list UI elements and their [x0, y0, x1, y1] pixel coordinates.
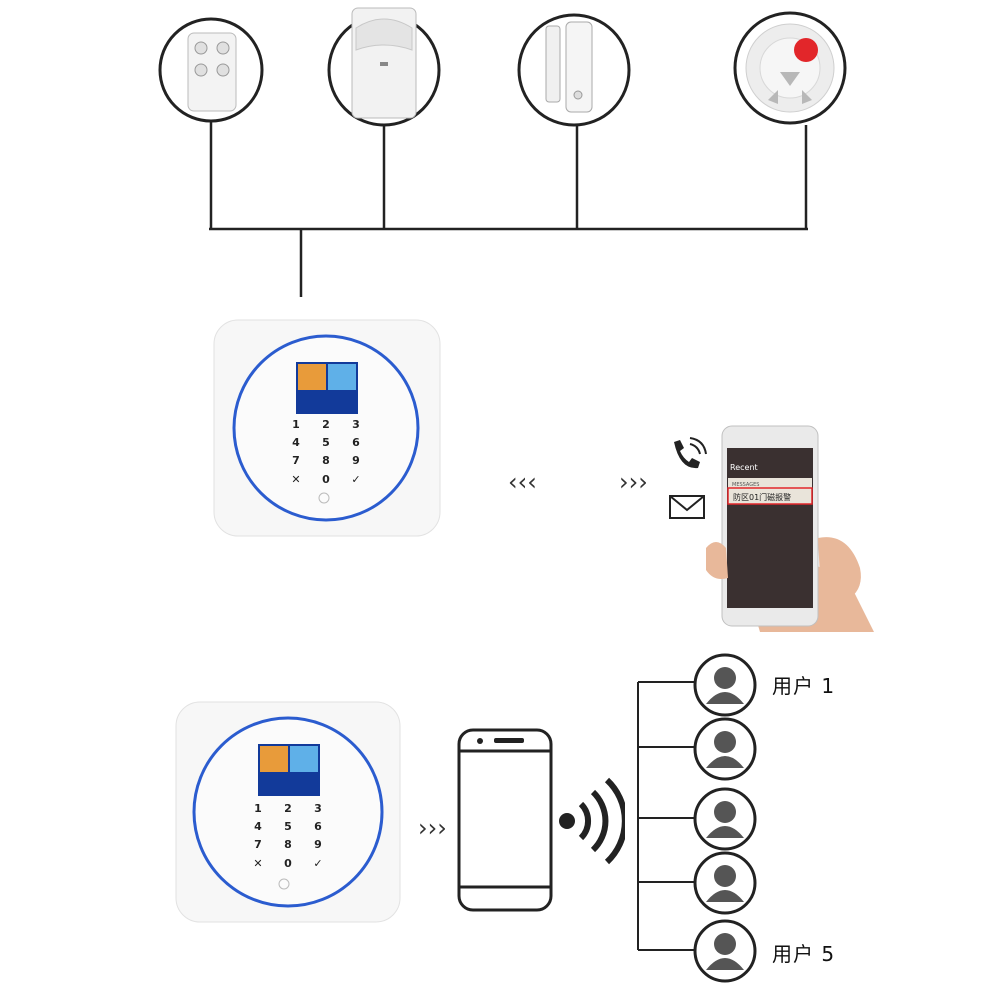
svg-text:3: 3	[352, 418, 360, 431]
hand-phone-image: Recent MESSAGES 防区01门磁报警	[706, 425, 874, 632]
recent-label: Recent	[730, 463, 758, 472]
user-avatar-icon	[693, 787, 757, 851]
svg-text:8: 8	[284, 838, 292, 851]
svg-text:2: 2	[284, 802, 292, 815]
svg-text:1: 1	[292, 418, 300, 431]
alarm-panel: 1 2 3 4 5 6 7 8 9 ✕ 0 ✓	[213, 319, 441, 537]
envelope-icon	[669, 495, 705, 519]
user-avatar-icon	[693, 919, 757, 983]
svg-text:5: 5	[284, 820, 292, 833]
arrow-right-2: ›››	[418, 814, 447, 842]
svg-text:2: 2	[322, 418, 330, 431]
arrow-left: ‹‹‹	[508, 468, 537, 496]
svg-text:6: 6	[352, 436, 360, 449]
user-label-5: 用户 5	[772, 942, 836, 966]
phone-call-icon	[674, 437, 707, 469]
user-label-1: 用户 1	[772, 674, 836, 698]
arrow-right: ›››	[619, 468, 648, 496]
door-window-sensor	[517, 13, 631, 127]
alarm-panel-2: 1 2 3 4 5 6 7 8 9 ✕ 0 ✓	[175, 701, 401, 923]
app-label: MESSAGES	[732, 482, 759, 488]
svg-text:4: 4	[254, 820, 262, 833]
svg-text:0: 0	[284, 857, 292, 870]
user-avatar-icon	[693, 653, 757, 717]
svg-text:9: 9	[352, 454, 360, 467]
user-avatar-icon	[693, 717, 757, 781]
call-sms-icons	[669, 437, 707, 519]
user-tree-lines	[637, 681, 694, 951]
alert-led-icon	[794, 38, 818, 62]
svg-text:7: 7	[292, 454, 300, 467]
svg-text:6: 6	[314, 820, 322, 833]
svg-text:✓: ✓	[313, 857, 322, 870]
svg-text:8: 8	[322, 454, 330, 467]
user-avatar-icon	[693, 851, 757, 915]
svg-text:✕: ✕	[291, 473, 300, 486]
notification-text: 防区01门磁报警	[733, 492, 791, 502]
pir-motion-sensor	[327, 7, 441, 127]
svg-text:1: 1	[254, 802, 262, 815]
notification-card	[727, 487, 813, 505]
panel-keypad: 1 2 3 4 5 6 7 8 9 ✕ 0 ✓	[291, 418, 360, 486]
smartphone-icon	[457, 728, 553, 912]
sensor-bus-lines	[209, 122, 808, 297]
svg-text:4: 4	[292, 436, 300, 449]
sensor-diagram	[158, 7, 847, 297]
svg-text:✓: ✓	[351, 473, 360, 486]
svg-text:5: 5	[322, 436, 330, 449]
svg-text:9: 9	[314, 838, 322, 851]
remote-control-sensor	[158, 17, 264, 123]
svg-text:✕: ✕	[253, 857, 262, 870]
smoke-detector	[733, 11, 847, 125]
svg-text:0: 0	[322, 473, 330, 486]
wireless-signal-icon	[559, 777, 625, 865]
svg-text:7: 7	[254, 838, 262, 851]
svg-text:3: 3	[314, 802, 322, 815]
